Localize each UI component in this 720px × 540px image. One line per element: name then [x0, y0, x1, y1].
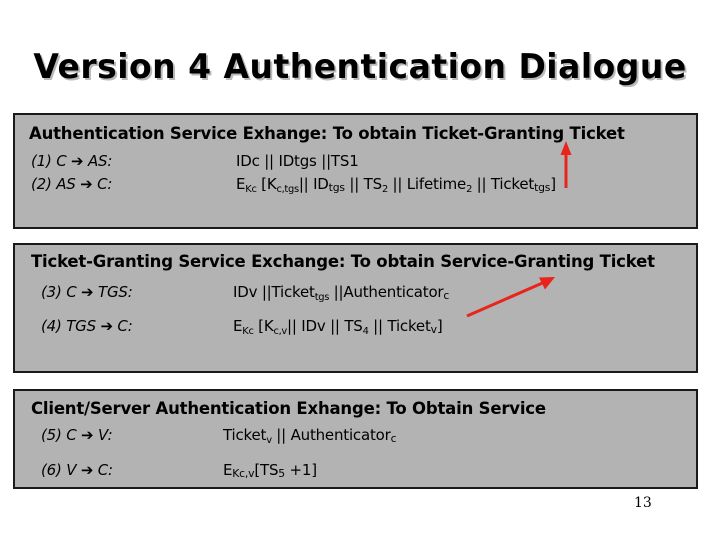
section-heading-2: Ticket-Granting Service Exchange: To obt… [31, 252, 655, 271]
message-body-3: IDv ||Tickettgs ||Authenticatorc [233, 283, 450, 303]
message-label-3: (3) C ➔ TGS: [41, 283, 133, 301]
message-label-6: (6) V ➔ C: [41, 461, 113, 479]
page-title: Version 4 Authentication Dialogue [33, 47, 687, 87]
message-label-4: (4) TGS ➔ C: [41, 317, 133, 335]
message-row-2: (2) AS ➔ C: EKc [Kc,tgs|| IDtgs || TS2 ||… [31, 175, 556, 195]
message-row-5: (5) C ➔ V: Ticketv || Authenticatorc [41, 426, 397, 446]
message-row-4: (4) TGS ➔ C: EKc [Kc,v|| IDv || TS4 || Ti… [41, 317, 443, 337]
section-box-ticket-granting-service-exchange: Ticket-Granting Service Exchange: To obt… [13, 243, 698, 373]
section-box-authentication-service-exchange: Authentication Service Exhange: To obtai… [13, 113, 698, 229]
message-body-1: IDc || IDtgs ||TS1 [236, 152, 359, 170]
message-body-2: EKc [Kc,tgs|| IDtgs || TS2 || Lifetime2 … [236, 175, 556, 195]
page-number: 13 [634, 495, 652, 511]
message-label-1: (1) C ➔ AS: [31, 152, 113, 170]
section-heading-3: Client/Server Authentication Exhange: To… [31, 399, 546, 418]
message-body-5: Ticketv || Authenticatorc [223, 426, 397, 446]
message-row-1: (1) C ➔ AS: IDc || IDtgs ||TS1 [31, 152, 359, 170]
section-heading-1: Authentication Service Exhange: To obtai… [29, 124, 625, 143]
section-box-client-server-authentication-exchange: Client/Server Authentication Exhange: To… [13, 389, 698, 489]
message-body-4: EKc [Kc,v|| IDv || TS4 || Ticketv] [233, 317, 443, 337]
message-label-5: (5) C ➔ V: [41, 426, 113, 444]
message-label-2: (2) AS ➔ C: [31, 175, 113, 193]
message-row-3: (3) C ➔ TGS: IDv ||Tickettgs ||Authentica… [41, 283, 449, 303]
message-row-6: (6) V ➔ C: EKc,v[TS5 +1] [41, 461, 317, 480]
message-body-6: EKc,v[TS5 +1] [223, 461, 317, 481]
